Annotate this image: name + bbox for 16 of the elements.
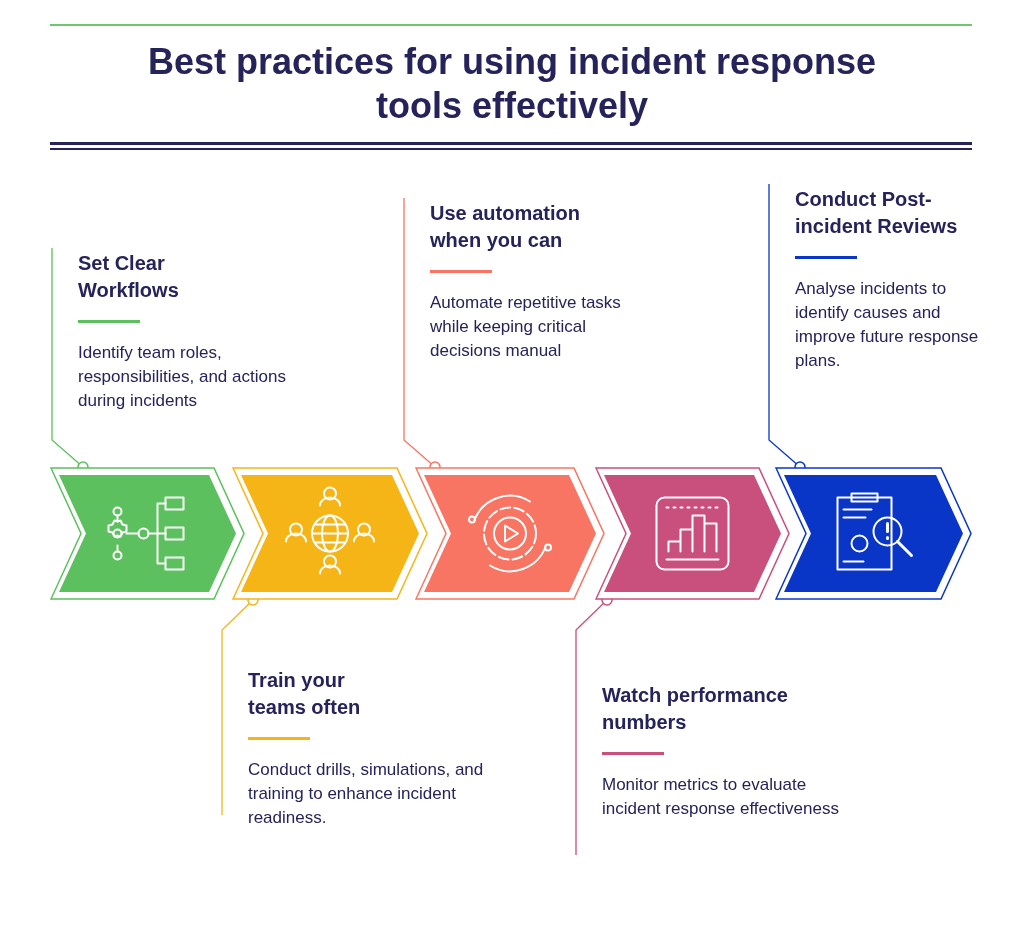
chevron-step xyxy=(50,467,245,600)
step-heading: Conduct Post-incident Reviews xyxy=(795,187,959,239)
step-description: Automate repetitive tasks while keeping critical decisions manual xyxy=(430,292,622,362)
step-heading: Use automation when you can xyxy=(430,201,582,253)
step-description: Monitor metrics to evaluate incident response effectiveness xyxy=(602,774,840,820)
chevron-step xyxy=(595,467,790,600)
step-description: Identify team roles, responsibilities, and actions during incidents xyxy=(78,342,287,412)
step-heading: Train your teams often xyxy=(248,668,362,720)
step-description: Analyse incidents to identify causes and improve future response plans. xyxy=(795,278,980,372)
step-description: Conduct drills, simulations, and training to enhance incident readiness. xyxy=(248,759,485,829)
title: Best practices for using incident response tools effectively xyxy=(146,40,878,128)
step-heading: Watch performance numbers xyxy=(602,683,789,735)
step-heading: Set Clear Workflows xyxy=(78,251,180,303)
chevron-step xyxy=(775,467,972,600)
chevron-step xyxy=(415,467,605,600)
chevron-step xyxy=(232,467,428,600)
